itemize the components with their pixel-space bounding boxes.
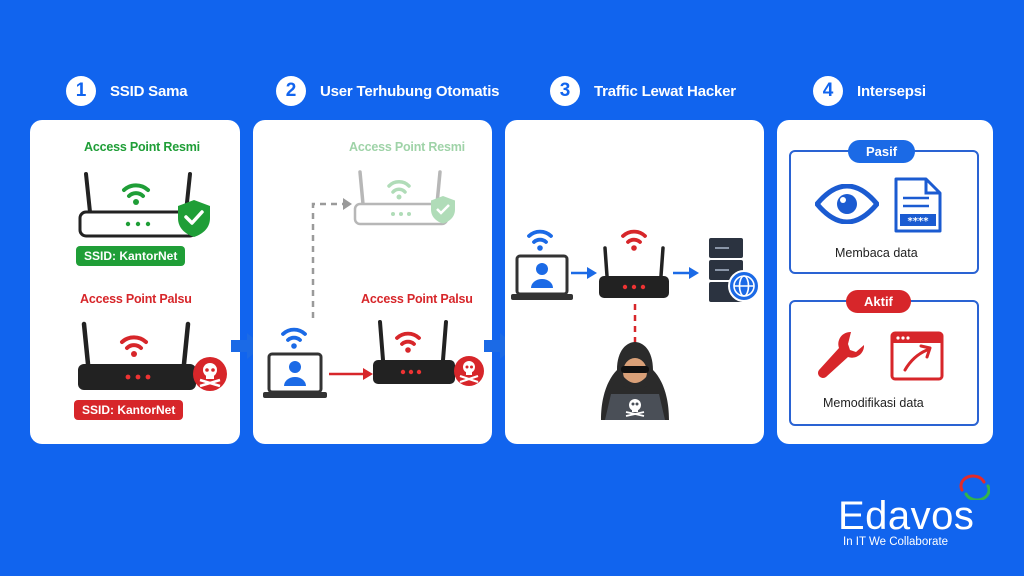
panel-user-terhubung: Access Point Resmi Access Point Palsu [253,120,492,444]
step-title: SSID Sama [110,82,188,100]
panel-traffic-hacker [505,120,764,444]
svg-text:****: **** [908,216,930,227]
brand-swoosh-icon [959,474,990,500]
wrench-icon [818,331,865,378]
step-title: Traffic Lewat Hacker [594,82,736,100]
legit-router-faded-icon [353,170,455,226]
legit-ssid-badge: SSID: KantorNet [76,246,186,266]
step-header-1: 1 SSID Sama [66,76,188,106]
passive-badge: Pasif [848,140,916,163]
active-caption: Memodifikasi data [823,396,924,410]
panel-intersepsi: Pasif **** Membaca data Aktif Memodifika… [777,120,993,444]
step-title: User Terhubung Otomatis [320,82,500,100]
legit-ap-label-faded: Access Point Resmi [349,140,465,154]
dashed-connector-icon [311,198,352,318]
server-icon [709,238,760,302]
active-badge: Aktif [846,290,911,313]
step-number: 3 [550,76,580,106]
eye-icon [815,184,879,224]
traffic-arrow-icon [571,267,597,279]
step-header-3: 3 Traffic Lewat Hacker [550,76,736,106]
brand-logo: Edavos [838,494,975,538]
user-laptop-icon [511,229,573,300]
user-laptop-icon [263,327,327,398]
panel-ssid-sama: Access Point Resmi SSID: KantorNet Acces… [30,120,240,444]
fake-ap-label: Access Point Palsu [80,292,192,306]
step-number: 1 [66,76,96,106]
hacker-icon [601,342,669,420]
fake-ap-label: Access Point Palsu [361,292,473,306]
step-number: 4 [813,76,843,106]
document-icon: **** [894,177,942,233]
legit-router-icon [78,172,210,238]
edit-window-icon [890,331,944,381]
interception-line-icon [633,304,637,348]
fake-router-icon [373,320,484,386]
step-number: 2 [276,76,306,106]
step-header-4: 4 Intersepsi [813,76,926,106]
brand-tagline: In IT We Collaborate [843,536,949,548]
legit-ap-label: Access Point Resmi [84,140,200,154]
fake-ssid-badge: SSID: KantorNet [74,400,184,420]
passive-caption: Membaca data [835,246,918,260]
traffic-arrow-icon [673,267,699,279]
connect-arrow-icon [329,368,373,380]
step-title: Intersepsi [857,82,926,100]
step-header-2: 2 User Terhubung Otomatis [276,76,500,106]
fake-router-icon [78,321,227,391]
fake-router-icon [599,229,669,298]
